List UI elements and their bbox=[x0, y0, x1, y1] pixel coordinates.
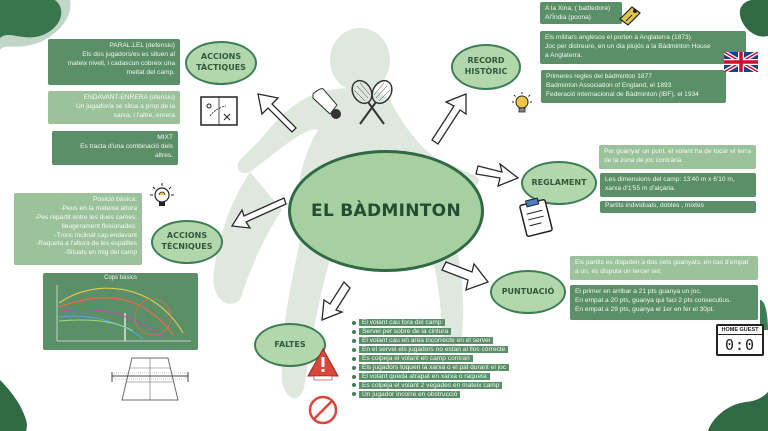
list-item: Es colpeja el volant en camp contrari bbox=[352, 354, 536, 363]
technique-box: Posició bàsica:-Peus en la mateixa altur… bbox=[14, 193, 142, 265]
uk-flag-icon bbox=[724, 52, 758, 72]
clipboard-icon bbox=[519, 197, 553, 237]
history-england-box: Els militars anglesos el porten a Anglat… bbox=[540, 31, 746, 64]
scoreboard-icon: HOME GUEST 0:0 bbox=[716, 324, 764, 356]
list-item: Els jugadors toquen la xarxa o el pal du… bbox=[352, 363, 536, 372]
central-topic: EL BÀDMINTON bbox=[288, 150, 484, 272]
prohibited-icon bbox=[308, 395, 338, 425]
list-item: Es colpeja el volant 2 vegades en mateix… bbox=[352, 381, 536, 390]
scoreboard-title: HOME GUEST bbox=[718, 326, 762, 335]
list-item: El volant cau fora del camp bbox=[352, 319, 536, 327]
list-item: Servei per sobre de la cintura bbox=[352, 327, 536, 336]
list-item: El volant cau en area incorrecte en el s… bbox=[352, 336, 536, 345]
tactic-endavant-box: ENDAVANT-ENRERA (ofensiu)Un jugador/a se… bbox=[48, 91, 180, 124]
branch-puntuacio: PUNTUACIÓ bbox=[490, 270, 566, 314]
branch-faltes: FALTES bbox=[254, 323, 326, 367]
scoring-points-box: El primer en arribar a 21 pts guanya un … bbox=[570, 285, 758, 320]
regulation-dimensions-box: Les dimensions del camp: 13'40 m x 6'10 … bbox=[600, 173, 756, 197]
scoring-sets-box: Els partits es disputen a dos sets guany… bbox=[570, 256, 758, 280]
chinese-bowl-icon bbox=[619, 6, 641, 26]
warning-sign-icon bbox=[307, 347, 339, 381]
branch-reglament: REGLAMENT bbox=[521, 161, 597, 205]
list-item: El volant queda atrapat en xarxa o raque… bbox=[352, 372, 536, 381]
strokes-trajectory-graphic bbox=[56, 285, 191, 342]
strokes-chart-panel: Cops bàsics bbox=[43, 273, 198, 350]
regulation-matches-box: Partits individuals, dobles , mixtes bbox=[600, 201, 756, 213]
lightbulb-icon bbox=[512, 92, 532, 113]
shuttlecock-icon bbox=[312, 88, 341, 119]
faults-list: El volant cau fora del camp Servei per s… bbox=[352, 319, 536, 400]
lightbulb-icon bbox=[150, 183, 174, 206]
chart-title: Cops bàsics bbox=[104, 275, 137, 281]
court-icon bbox=[111, 357, 189, 401]
tactic-parallel-box: PARAL.LEL (defensiu)Els dos jugadors/es … bbox=[48, 39, 180, 85]
list-item: En el servei els jugadors no estan al ll… bbox=[352, 345, 536, 354]
regulation-point-box: Per guanyar un punt, el volant ha de toc… bbox=[599, 145, 756, 169]
main-title: EL BÀDMINTON bbox=[311, 201, 461, 221]
scoreboard-score: 0:0 bbox=[724, 336, 756, 354]
list-item: Un jugador incorre en obstrucció bbox=[352, 390, 536, 399]
rackets-icon bbox=[351, 79, 393, 125]
tactics-board-icon bbox=[200, 96, 238, 126]
history-origin-box: A la Xina, ( battledore)Al'Índia (poona) bbox=[540, 2, 622, 24]
